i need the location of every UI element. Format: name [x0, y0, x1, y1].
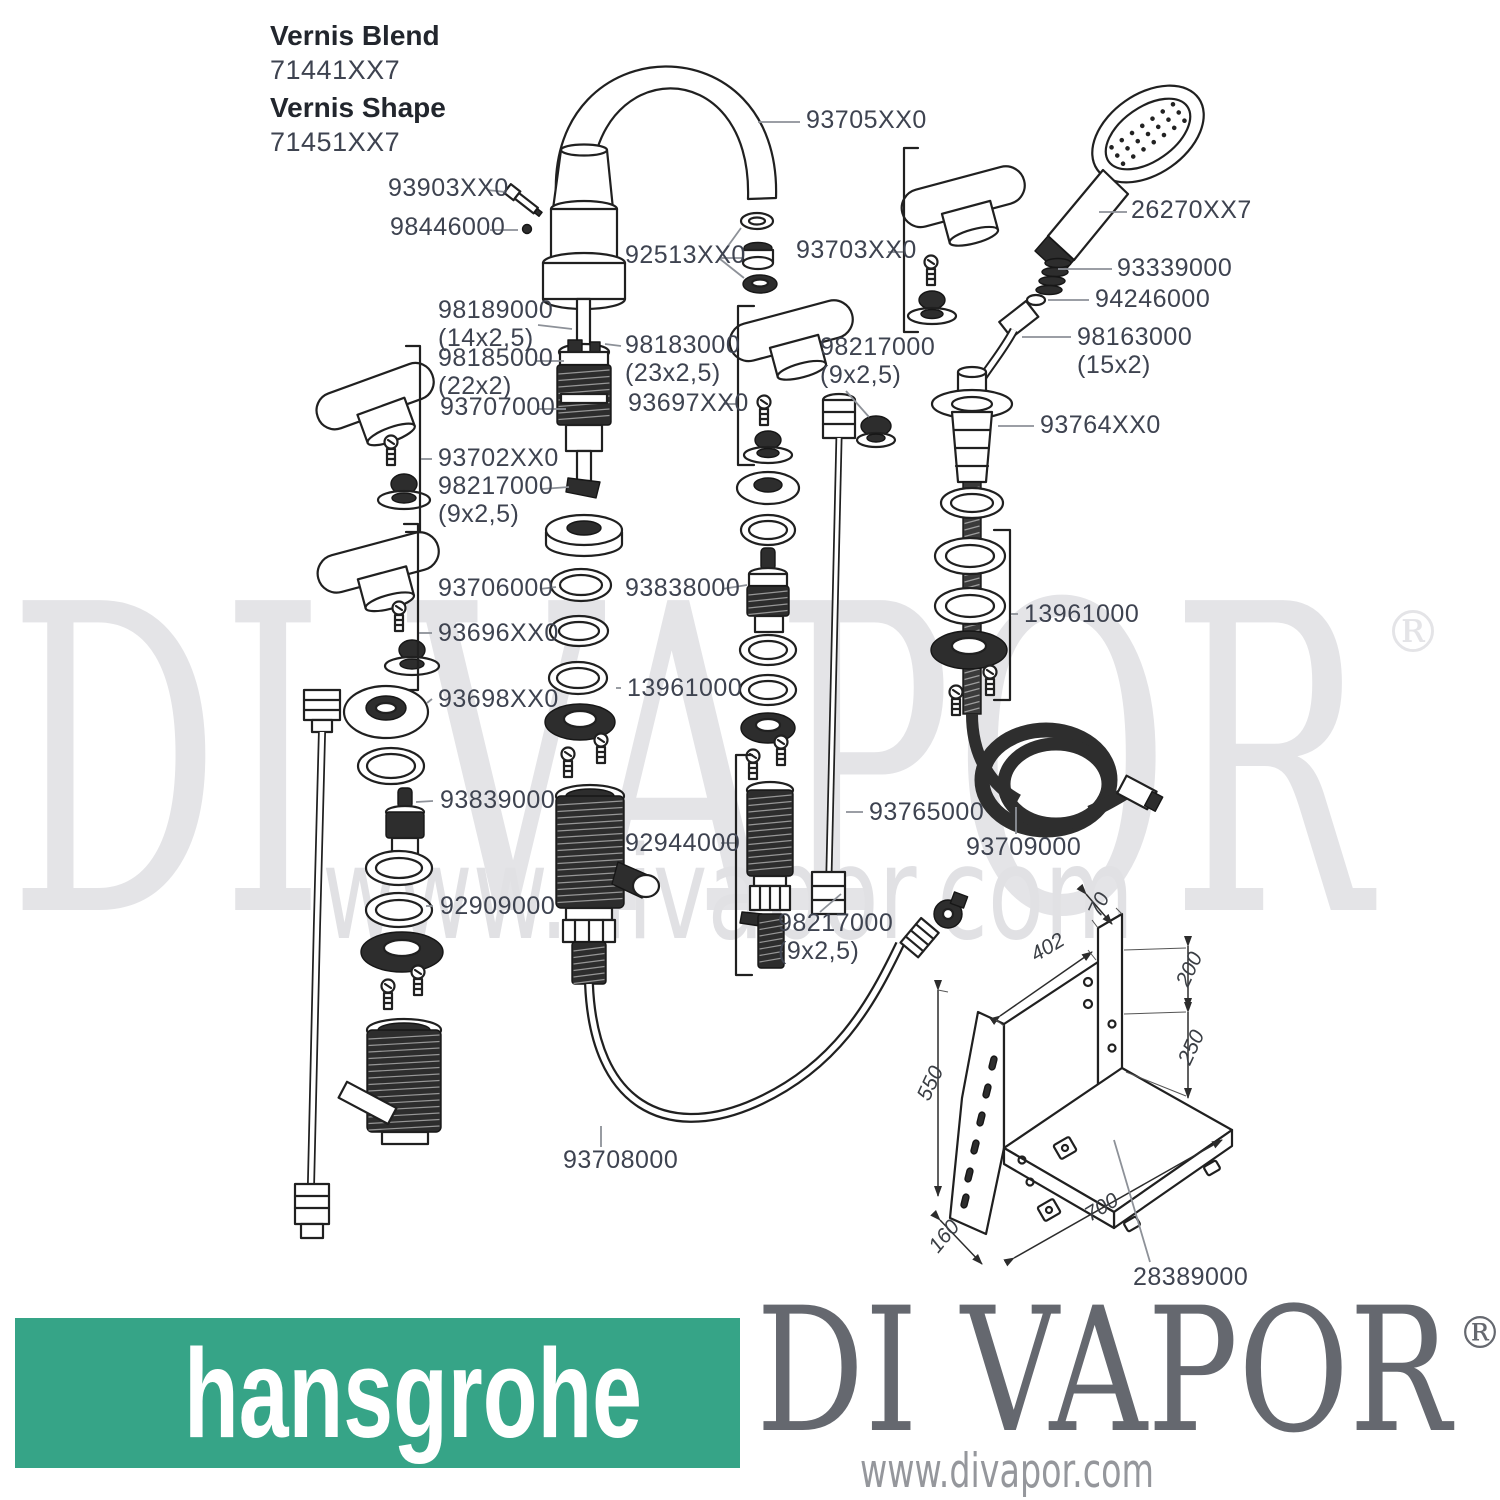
product-name-1: Vernis Blend	[270, 20, 440, 51]
product-header: Vernis Blend 71441XX7 Vernis Shape 71451…	[270, 20, 446, 157]
hansgrohe-logo-background	[15, 1318, 740, 1468]
part-label: 93706000	[438, 574, 553, 602]
leader-line	[604, 343, 622, 347]
part-label: 93708000	[563, 1146, 678, 1174]
leader-line	[537, 324, 573, 330]
exploded-diagram-art	[293, 65, 1234, 1267]
leader-line	[721, 584, 748, 590]
part-labels: 93705XX0 93903XX0 98446000 92513XX0 93703XX0…	[388, 106, 1252, 1291]
part-label-size: (14x2,5)	[438, 324, 534, 352]
hansgrohe-logo: hansgrohe	[184, 1323, 642, 1464]
part-label: 92513XX0	[625, 241, 746, 269]
part-label-size: (9x2,5)	[778, 937, 859, 965]
footer: hansgrohe DI VAPOR ® www.divapor.com	[15, 1270, 1500, 1499]
leader-line	[719, 227, 742, 258]
part-label: 28389000	[1133, 1263, 1248, 1291]
part-label: 98185000	[438, 344, 553, 372]
dimension-value: 550	[913, 1062, 949, 1104]
part-label-size: (22x2)	[438, 372, 512, 400]
watermark: DI VAPOR ® www.divapor.com	[8, 517, 1442, 1011]
watermark-registered-icon: ®	[1384, 598, 1442, 666]
part-label: 98217000	[820, 333, 935, 361]
part-label: 93764XX0	[1040, 411, 1161, 439]
left-stack-drawing	[337, 684, 444, 1146]
product-name-2: Vernis Shape	[270, 92, 446, 123]
part-label: 94246000	[1095, 285, 1210, 313]
part-label-size: (9x2,5)	[820, 361, 901, 389]
left-handle-2-drawing	[316, 522, 441, 692]
leader-line	[541, 486, 570, 490]
part-label: 13961000	[627, 674, 742, 702]
center-body-drawing	[554, 783, 969, 1123]
leader-line	[426, 698, 433, 704]
center-cartridge-drawing	[544, 339, 624, 558]
part-label: 92909000	[440, 892, 555, 920]
part-label-size: (15x2)	[1077, 351, 1151, 379]
part-label: 98217000	[778, 909, 893, 937]
divapor-logo: DI VAPOR	[756, 1270, 1455, 1471]
plug-dot-drawing	[521, 223, 533, 235]
part-label: 98163000	[1077, 323, 1192, 351]
product-code-2: 71451XX7	[270, 127, 400, 157]
left-handle-1-drawing	[315, 344, 435, 534]
part-label: 93696XX0	[438, 619, 559, 647]
leader-line	[486, 189, 507, 193]
watermark-url: www.divapor.com	[322, 820, 1134, 969]
straight-hose-drawing	[810, 392, 897, 916]
part-label: 93339000	[1117, 254, 1232, 282]
leader-line	[719, 258, 745, 279]
part-label: 93839000	[440, 786, 555, 814]
shower-holder-drawing	[930, 365, 1164, 838]
part-label-size: (9x2,5)	[438, 500, 519, 528]
part-label: 98189000	[438, 296, 553, 324]
part-label: 93709000	[966, 833, 1081, 861]
mounting-bracket-drawing	[930, 883, 1234, 1267]
part-label: 93703XX0	[796, 236, 917, 264]
part-label: 93838000	[625, 574, 740, 602]
part-label: 98217000	[438, 472, 553, 500]
setscrew-drawing	[502, 183, 543, 217]
mid-handle-column-drawing	[728, 299, 854, 977]
spout-base-drawing	[541, 143, 627, 349]
part-label: 13961000	[1024, 600, 1139, 628]
part-label: 93705XX0	[806, 106, 927, 134]
part-label-size: (23x2,5)	[625, 359, 721, 387]
left-supply-hose-drawing	[293, 688, 342, 1240]
leader-line	[1113, 1139, 1151, 1263]
part-label: 93702XX0	[438, 444, 559, 472]
part-label: 93765000	[869, 798, 984, 826]
spout-drawing	[554, 65, 778, 294]
part-label: 93697XX0	[628, 389, 749, 417]
divapor-url: www.divapor.com	[860, 1444, 1154, 1499]
dimension-value: 250	[1173, 1026, 1209, 1069]
leader-lines	[415, 121, 1151, 1263]
part-label: 93707000	[440, 393, 555, 421]
part-label: 93698XX0	[438, 685, 559, 713]
part-label: 98183000	[625, 331, 740, 359]
center-seal-stack-drawing	[544, 567, 616, 779]
part-label: 93903XX0	[388, 174, 509, 202]
part-label: 26270XX7	[1131, 196, 1252, 224]
leader-line	[415, 800, 434, 803]
leader-line	[819, 893, 842, 913]
leader-line	[845, 390, 870, 418]
leader-line	[539, 586, 557, 590]
right-handle-drawing	[900, 146, 1026, 334]
product-code-1: 71441XX7	[270, 55, 400, 85]
divapor-registered-icon: ®	[1458, 1308, 1500, 1359]
watermark-brand: DI VAPOR	[8, 517, 1378, 1011]
part-label: 98446000	[390, 213, 505, 241]
part-label: 92944000	[625, 829, 740, 857]
